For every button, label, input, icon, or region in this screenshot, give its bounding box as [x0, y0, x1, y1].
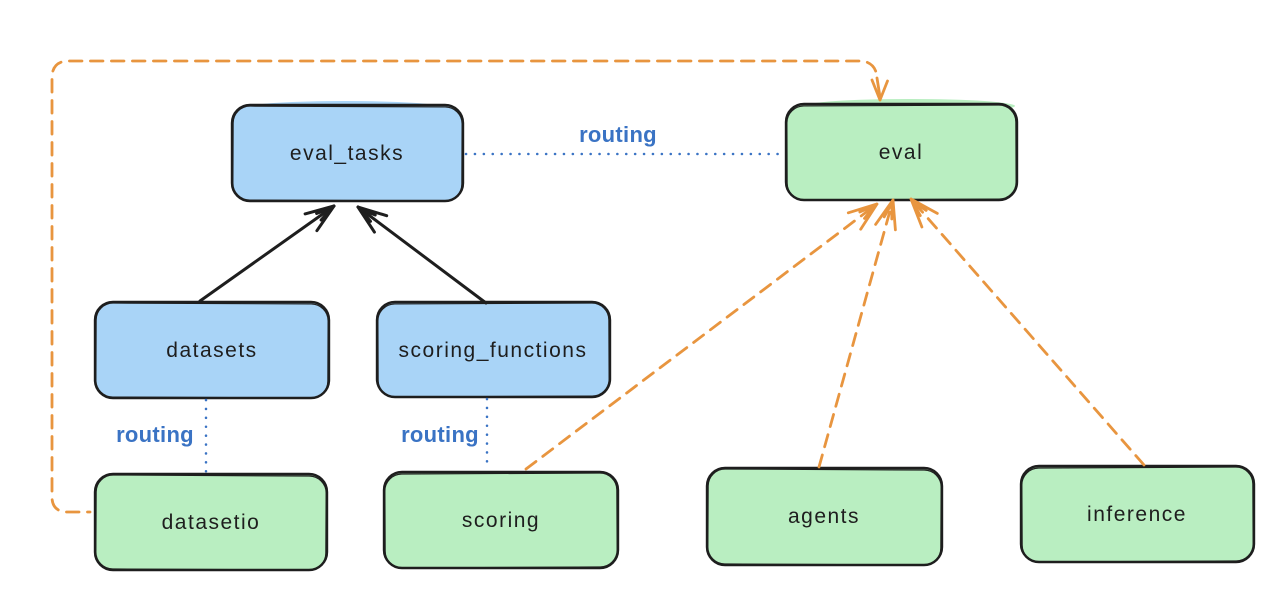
svg-text:routing: routing	[579, 122, 657, 147]
svg-text:routing: routing	[116, 422, 194, 447]
svg-text:scoring_functions: scoring_functions	[399, 339, 588, 362]
svg-text:inference: inference	[1087, 503, 1187, 526]
svg-text:routing: routing	[401, 422, 479, 447]
svg-text:scoring: scoring	[462, 509, 540, 532]
svg-text:agents: agents	[788, 505, 860, 528]
svg-text:eval_tasks: eval_tasks	[290, 142, 404, 165]
svg-text:datasetio: datasetio	[162, 511, 261, 534]
svg-text:eval: eval	[879, 141, 924, 164]
svg-text:datasets: datasets	[166, 339, 257, 362]
